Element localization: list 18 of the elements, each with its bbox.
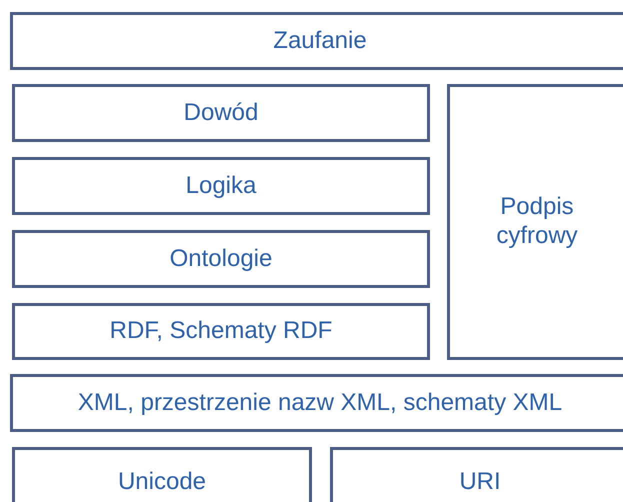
layer-label: RDF, Schematy RDF <box>110 317 332 344</box>
layer-box <box>10 374 623 432</box>
layer-box <box>12 230 430 288</box>
layer-label: XML, przestrzenie nazw XML, schematy XML <box>78 388 562 416</box>
layer-label: Podpis cyfrowy <box>495 193 579 251</box>
layer-label: Unicode <box>118 468 206 495</box>
layer-label: Zaufanie <box>273 26 367 54</box>
layer-box <box>12 157 430 215</box>
layer-box <box>12 84 430 142</box>
layer-box <box>12 447 312 502</box>
layer-box <box>447 84 623 360</box>
layer-label: URI <box>459 468 501 495</box>
layer-box <box>12 303 430 360</box>
layer-box <box>10 12 623 70</box>
layer-label: Logika <box>186 172 256 199</box>
layer-label: Ontologie <box>170 244 272 272</box>
layer-box <box>330 447 623 502</box>
layer-label: Dowód <box>184 98 258 126</box>
